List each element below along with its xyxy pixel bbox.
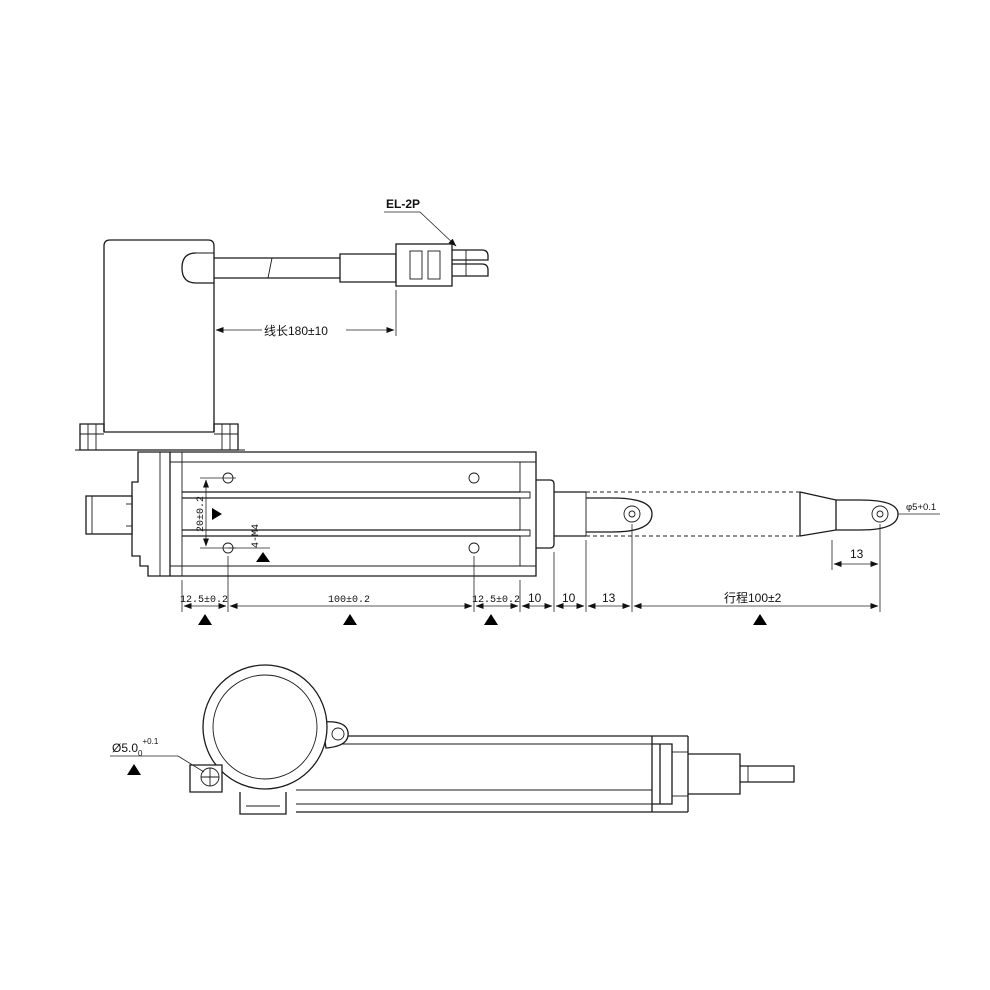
stroke-label: 行程100±2 bbox=[724, 590, 782, 605]
motor-cable bbox=[214, 253, 397, 283]
actuator-tube bbox=[170, 451, 555, 577]
dim-hole-pitch: 20±0.2 4-M4 bbox=[196, 477, 270, 562]
rod-retracted bbox=[554, 491, 653, 537]
wire-length-label: 线长180±10 bbox=[264, 324, 328, 338]
side-view: Ø5.00+0.1 bbox=[110, 664, 795, 815]
hole-top-label: φ5+0.1 bbox=[906, 502, 936, 513]
motor-housing bbox=[75, 239, 245, 451]
dim-13b-label: 13 bbox=[850, 547, 864, 561]
connector-el2p: EL-2P bbox=[384, 197, 489, 287]
top-view: EL-2P 线长180±10 bbox=[75, 197, 940, 625]
rod-extended: φ5+0.1 bbox=[586, 491, 940, 537]
dim-wire-length: 线长180±10 bbox=[213, 290, 397, 338]
pitch-label: 20±0.2 bbox=[196, 496, 207, 532]
dim-10b-label: 10 bbox=[562, 591, 576, 605]
thread-label: 4-M4 bbox=[251, 524, 262, 548]
side-tube bbox=[296, 735, 795, 813]
dim-10a-label: 10 bbox=[528, 591, 542, 605]
dim-right-label: 12.5±0.2 bbox=[472, 595, 520, 606]
connector-label: EL-2P bbox=[386, 197, 420, 211]
dim-left-label: 12.5±0.2 bbox=[180, 595, 228, 606]
datum-marker bbox=[484, 614, 498, 625]
datum-marker bbox=[753, 614, 767, 625]
dim-13a-label: 13 bbox=[602, 591, 616, 605]
datum-marker bbox=[198, 614, 212, 625]
dim-eye-offset: 13 bbox=[831, 524, 881, 612]
side-motor-end: Ø5.00+0.1 bbox=[110, 664, 349, 815]
gearbox bbox=[85, 451, 171, 577]
hole-bottom-label: Ø5.00+0.1 bbox=[112, 737, 159, 758]
dim-mid-label: 100±0.2 bbox=[328, 595, 370, 606]
dim-chain: 12.5±0.2 100±0.2 12.5±0.2 10 10 13 行程100… bbox=[180, 524, 879, 625]
datum-marker bbox=[343, 614, 357, 625]
